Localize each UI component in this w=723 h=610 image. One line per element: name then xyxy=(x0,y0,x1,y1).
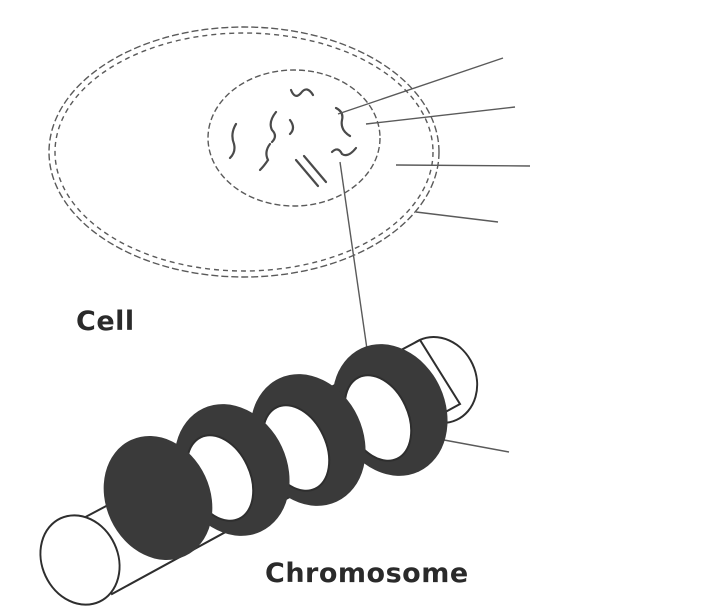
chromosome-squiggle xyxy=(230,124,236,158)
pointer-line xyxy=(444,440,509,452)
cell-membrane xyxy=(49,27,439,277)
pointer-line xyxy=(396,165,530,166)
pointer-line xyxy=(366,107,515,124)
chromosome-label: Chromosome xyxy=(265,558,469,589)
pointer-line xyxy=(338,58,503,114)
chromosome-squiggle xyxy=(290,120,293,134)
chromosome-beads xyxy=(84,325,469,578)
nucleus xyxy=(208,70,380,206)
chromosome-squiggle xyxy=(271,112,276,142)
cell-label: Cell xyxy=(76,306,135,337)
chromosome-squiggle xyxy=(260,144,270,170)
chromosome-squiggle xyxy=(291,89,313,95)
chromosome-squiggle xyxy=(332,148,356,155)
nucleus-chromosomes xyxy=(230,89,356,186)
chromosome-squiggle xyxy=(304,156,326,182)
pointer-line xyxy=(416,212,498,222)
chromosome-squiggle xyxy=(296,160,318,186)
